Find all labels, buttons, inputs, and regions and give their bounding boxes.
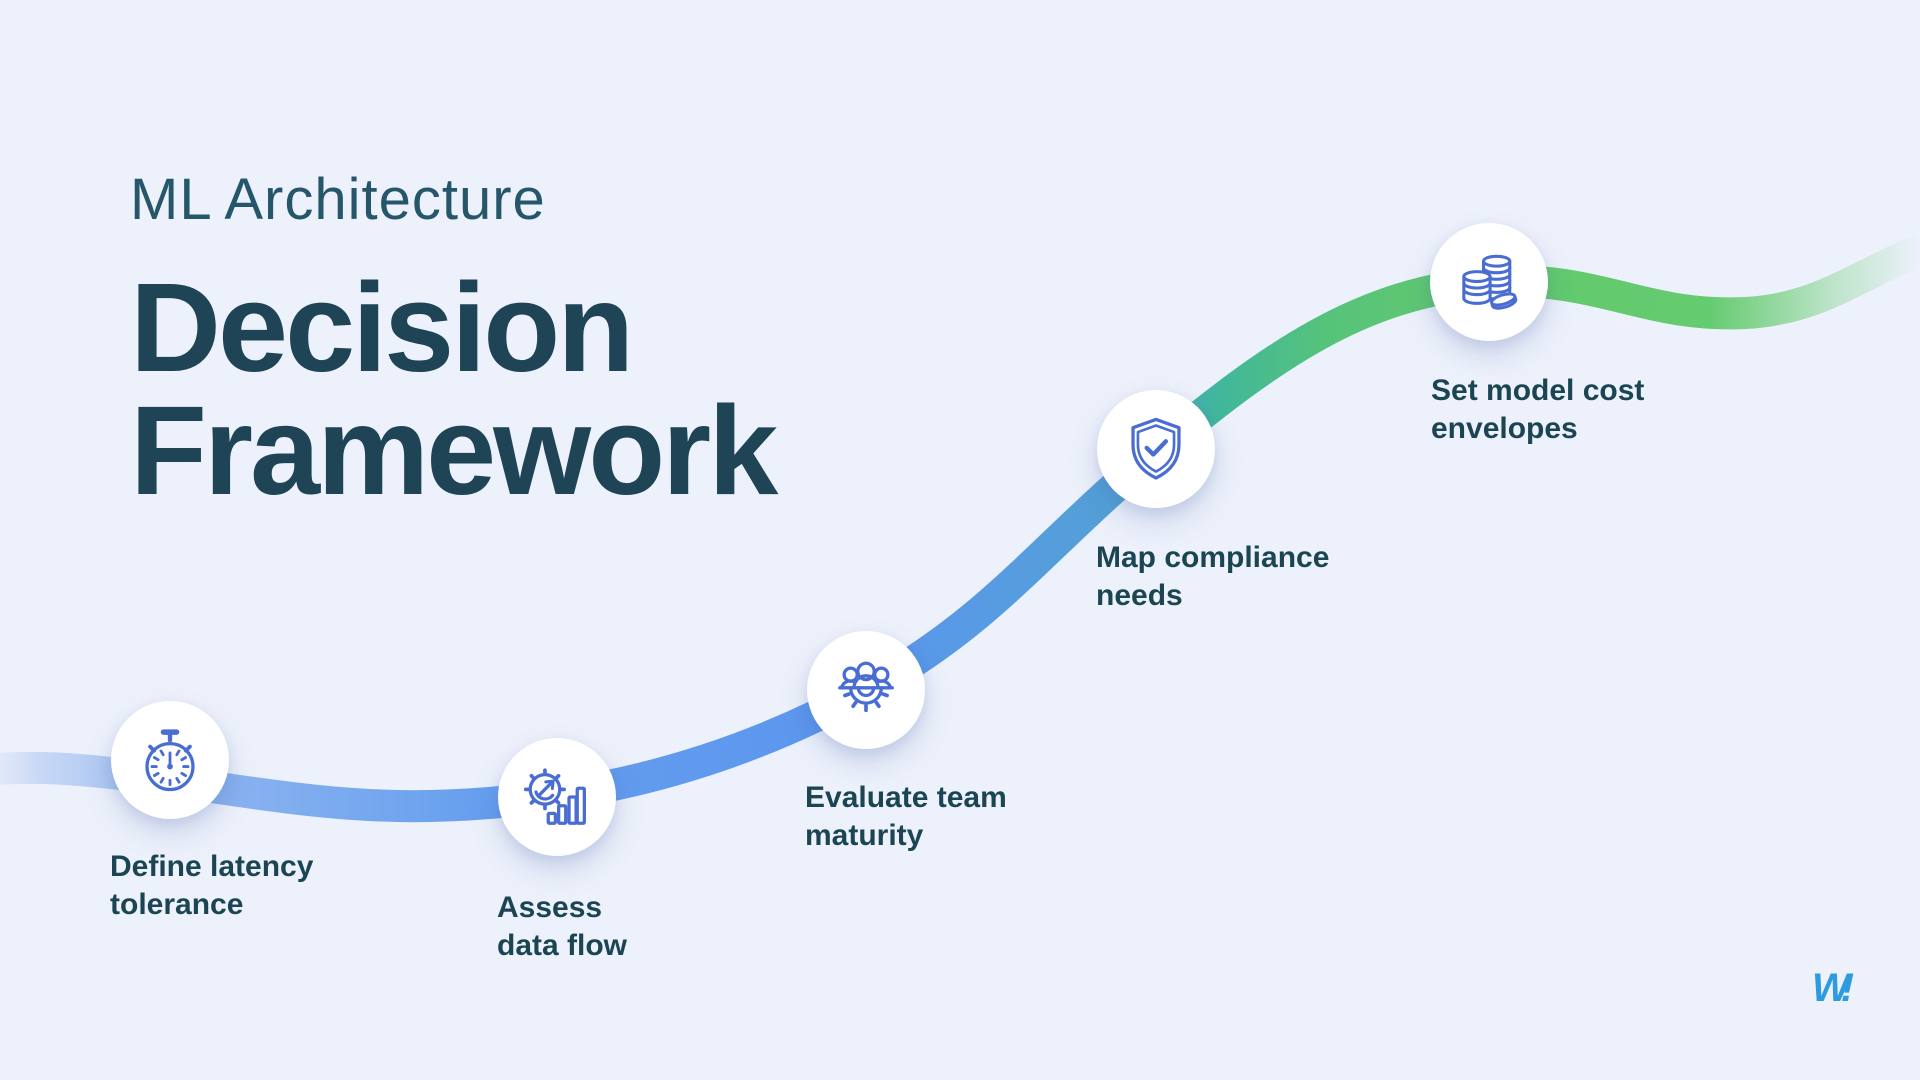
step-label-3-line-1: Evaluate team — [805, 781, 1007, 814]
title-eyebrow: ML Architecture — [130, 167, 546, 232]
step-label-4-line-2: needs — [1096, 579, 1183, 613]
team-gear-icon — [838, 661, 894, 713]
gear-chart-icon — [523, 768, 586, 825]
title-line-1: Decision — [130, 256, 634, 398]
step-label-3: Evaluate team maturity — [805, 779, 1007, 855]
brand-logo-bang: ! — [1840, 966, 1854, 1010]
step-label-1-line-1: Define latency — [110, 850, 314, 883]
coin-stack-icon — [1462, 254, 1518, 310]
milestone-circle-5 — [1430, 223, 1548, 341]
step-label-1: Define latency tolerance — [110, 848, 313, 924]
milestone-circle-2 — [498, 738, 616, 856]
step-label-5: Set model cost envelopes — [1431, 372, 1644, 448]
step-label-2-line-2: data flow — [497, 929, 628, 963]
brand-logo-w: W — [1812, 966, 1850, 1010]
shield-check-icon — [1131, 417, 1181, 480]
step-label-5-line-2: envelopes — [1431, 412, 1578, 446]
milestone-circle-4 — [1097, 390, 1215, 508]
milestone-circle-3 — [807, 631, 925, 749]
milestone-circle-1 — [111, 701, 229, 819]
step-label-5-line-1: Set model cost — [1431, 374, 1645, 407]
stopwatch-icon — [145, 729, 195, 792]
title-line-2: Framework — [130, 380, 778, 522]
step-label-1-line-2: tolerance — [110, 888, 244, 922]
step-label-2: Assess data flow — [497, 889, 627, 965]
step-label-2-line-1: Assess — [497, 891, 603, 924]
brand-logo: W ! — [1812, 966, 1854, 1011]
step-label-3-line-2: maturity — [805, 819, 924, 853]
step-label-4: Map compliance needs — [1096, 539, 1329, 615]
step-label-4-line-1: Map compliance — [1096, 541, 1330, 574]
